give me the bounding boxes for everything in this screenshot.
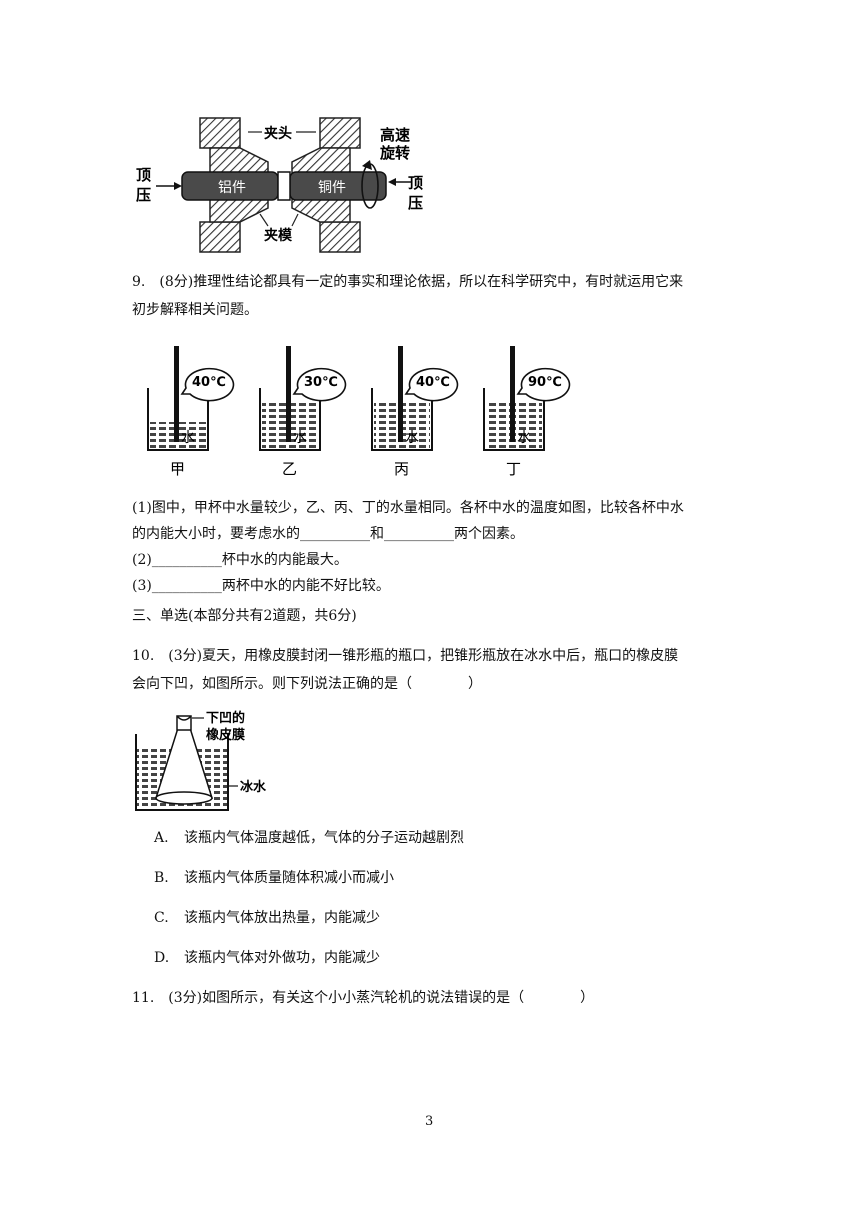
rubber-membrane-icon bbox=[176, 715, 192, 721]
clamp-head-label: 夹头 bbox=[264, 125, 292, 142]
q11-text-line1: 11. (3分)如图所示，有关这个小小蒸汽轮机的说法错误的是（ ） bbox=[132, 990, 595, 1006]
cup-2: 30℃ 水乙 bbox=[259, 346, 347, 478]
q10-option-c[interactable]: C.该瓶内气体放出热量，内能减少 bbox=[154, 910, 380, 926]
q9-sub1-line2: 的内能大小时，要考虑水的__________和__________两个因素。 bbox=[132, 526, 524, 542]
cup-wall bbox=[259, 388, 321, 451]
q10-text-line1: 10. (3分)夏天，用橡皮膜封闭一锥形瓶的瓶口，把锥形瓶放在冰水中后，瓶口的橡… bbox=[132, 648, 679, 664]
cup-3: 40℃ 水丙 bbox=[371, 346, 459, 478]
temperature-bubble bbox=[516, 367, 571, 402]
clamp-mold-label: 夹模 bbox=[264, 227, 293, 244]
press-right-label-1: 顶 bbox=[408, 174, 423, 192]
flask-ice-water-figure: 下凹的 橡皮膜 冰水 bbox=[135, 710, 267, 811]
aluminum-label: 铝件 bbox=[218, 180, 246, 196]
cup-temperature: 40℃ bbox=[416, 375, 450, 390]
q10-option-b[interactable]: B.该瓶内气体质量随体积减小而减小 bbox=[154, 870, 394, 886]
thermometer-icon bbox=[174, 346, 179, 442]
cup-label: 甲 bbox=[170, 460, 185, 478]
cup-1: 40℃ 水甲 bbox=[147, 346, 235, 478]
temperature-bubble bbox=[292, 367, 347, 402]
q9-sub1-line1: (1)图中，甲杯中水量较少，乙、丙、丁的水量相同。各杯中水的温度如图，比较各杯中… bbox=[132, 500, 684, 516]
thermometer-icon bbox=[510, 346, 515, 442]
press-right-label-2: 压 bbox=[408, 194, 423, 212]
page-number: 3 bbox=[425, 1114, 434, 1129]
cup-water-label: 水 bbox=[181, 430, 195, 446]
press-left-label-1: 顶 bbox=[136, 166, 151, 184]
q9-text-line2: 初步解释相关问题。 bbox=[132, 302, 258, 318]
thermometer-icon bbox=[286, 346, 291, 442]
membrane-label-1: 下凹的 bbox=[206, 710, 245, 726]
cup-water-label: 水 bbox=[405, 430, 419, 446]
cup-wall bbox=[371, 388, 433, 451]
temperature-bubble bbox=[404, 367, 459, 402]
cup-temperature: 40℃ bbox=[192, 375, 226, 390]
friction-welding-figure: 铝件 铜件 夹头 夹模 高速 旋转 顶 压 顶 压 bbox=[136, 117, 423, 253]
cup-wall bbox=[147, 388, 209, 451]
q10-option-a[interactable]: A.该瓶内气体温度越低，气体的分子运动越剧烈 bbox=[154, 830, 464, 846]
q10-text-line2: 会向下凹，如图所示。则下列说法正确的是（ ） bbox=[132, 676, 482, 692]
cup-label: 丙 bbox=[394, 460, 409, 478]
copper-label: 铜件 bbox=[318, 180, 346, 196]
section3-heading: 三、单选(本部分共有2道题，共6分) bbox=[132, 608, 357, 624]
cup-water-label: 水 bbox=[293, 430, 307, 446]
cup-4: 90℃ 水丁 bbox=[483, 346, 571, 478]
cup-temperature: 30℃ bbox=[304, 375, 338, 390]
q9-sub2: (2)__________杯中水的内能最大。 bbox=[132, 552, 348, 568]
cup-temperature: 90℃ bbox=[528, 375, 562, 390]
q9-sub3: (3)__________两杯中水的内能不好比较。 bbox=[132, 578, 390, 594]
cup-label: 乙 bbox=[282, 460, 297, 478]
temperature-bubble bbox=[180, 367, 235, 402]
ice-water-label: 冰水 bbox=[240, 779, 267, 795]
membrane-label-2: 橡皮膜 bbox=[206, 727, 245, 743]
cup-label: 丁 bbox=[506, 460, 521, 478]
q9-text-line1: 9. (8分)推理性结论都具有一定的事实和理论依据，所以在科学研究中，有时就运用… bbox=[132, 274, 684, 290]
cup-water-label: 水 bbox=[517, 430, 531, 446]
press-left-label-2: 压 bbox=[136, 186, 151, 204]
rotate-label-2: 旋转 bbox=[379, 144, 410, 162]
q10-option-d[interactable]: D.该瓶内气体对外做功，内能减少 bbox=[154, 950, 380, 966]
rotate-label-1: 高速 bbox=[380, 126, 410, 144]
cup-wall bbox=[483, 388, 545, 451]
thermometer-icon bbox=[398, 346, 403, 442]
